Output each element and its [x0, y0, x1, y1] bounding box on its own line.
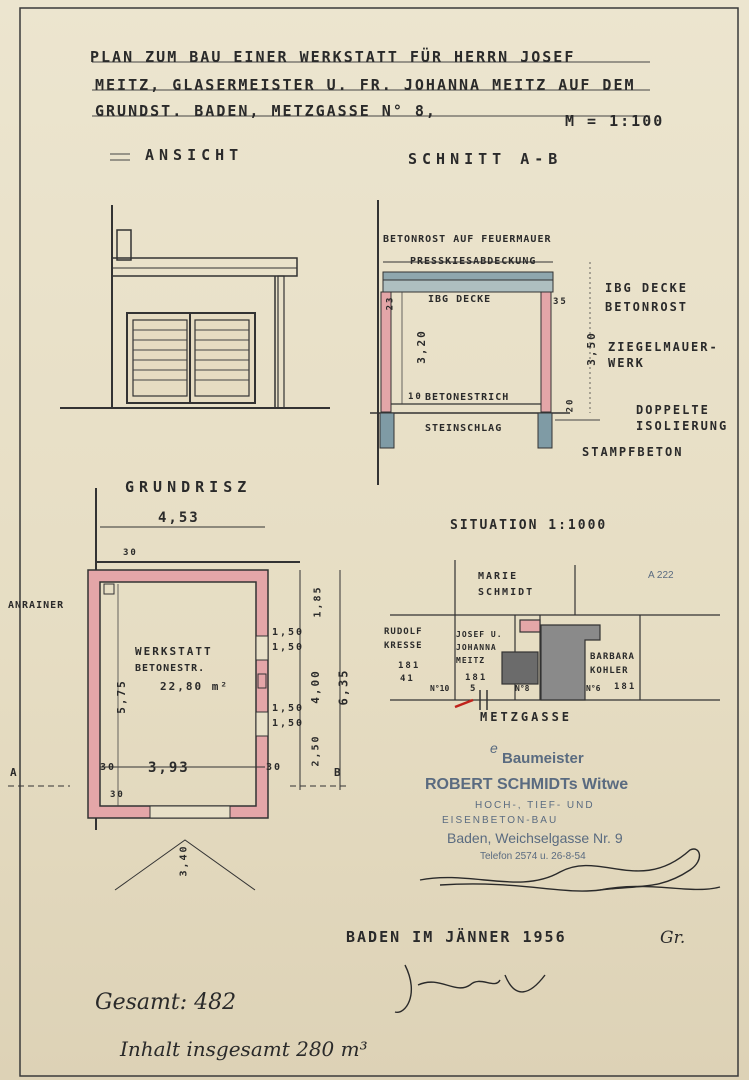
betonrost-feuermauer-label: BETONROST AUF FEUERMAUER: [383, 234, 552, 245]
dim-30-d: 30: [110, 790, 125, 800]
barbara-label-1: BARBARA: [590, 652, 635, 662]
dim-width-outer: 4,53: [158, 510, 200, 526]
note-volume: Inhalt insgesamt 280 m³: [120, 1037, 368, 1061]
note-total: Gesamt: 482: [95, 990, 237, 1015]
dim-250: 2,50: [310, 734, 322, 767]
street-label: METZGASSE: [480, 710, 573, 724]
date-line: BADEN IM JÄNNER 1956: [346, 928, 567, 946]
dim-10: 10: [408, 392, 423, 402]
isolierung-label: ISOLIERUNG: [636, 419, 729, 433]
section-label: SCHNITT A-B: [408, 150, 563, 168]
dim-635: 6,35: [336, 668, 351, 706]
dim-185: 1,85: [312, 585, 324, 618]
dim-35: 35: [553, 297, 568, 307]
dim-door: 3,40: [178, 844, 190, 877]
owner-signature: [394, 964, 546, 1013]
section-drawing: [370, 200, 600, 485]
neighbor-label: ANRAINER: [8, 600, 65, 611]
stamp-line-1: Baumeister: [502, 750, 584, 767]
room-name: WERKSTATT: [135, 645, 213, 658]
barbara-number: 181: [614, 682, 637, 692]
stamp-line-4: EISENBETON-BAU: [442, 815, 559, 826]
stamp-line-2: ROBERT SCHMIDTs Witwe: [425, 776, 629, 793]
dim-30-a: 30: [100, 762, 117, 773]
situation-map: [390, 560, 720, 710]
dim-30-b: 30: [266, 762, 283, 773]
dim-23: 23: [385, 295, 396, 311]
dim-150-d: 1,50: [272, 718, 305, 729]
section-marker-b: B: [334, 766, 343, 779]
elevation-drawing: [60, 205, 330, 409]
josef-label-3: MEITZ: [456, 656, 486, 665]
signature-abbreviation: Gr.: [660, 928, 686, 948]
ibg-decke-inner-label: IBG DECKE: [428, 294, 492, 305]
stamp-line-5: Baden, Weichselgasse Nr. 9: [447, 830, 623, 846]
dim-30-c: 30: [123, 548, 138, 558]
rudolf-label-2: KRESSE: [384, 641, 423, 651]
house-no-6: N°6: [586, 684, 601, 693]
rudolf-number-2: 41: [400, 674, 415, 684]
dim-575: 5,75: [114, 679, 128, 714]
ziegelmauer-label-1: ZIEGELMAUER-: [608, 340, 719, 354]
dim-400: 4,00: [308, 669, 322, 704]
title-line-1: PLAN ZUM BAU EINER WERKSTATT FÜR HERRN J…: [90, 48, 576, 66]
josef-label-1: JOSEF U.: [456, 630, 503, 639]
josef-number-2: 5: [470, 684, 478, 694]
dim-150-b: 1,50: [272, 642, 305, 653]
rudolf-label-1: RUDOLF: [384, 627, 423, 637]
marie-label-2: SCHMIDT: [478, 587, 535, 598]
betonestrich-label: BETONESTRICH: [425, 392, 510, 403]
scale-label: M = 1:100: [565, 112, 665, 130]
josef-number-1: 181: [465, 673, 488, 683]
rudolf-number-1: 181: [398, 661, 421, 671]
stamp-prefix: e: [490, 740, 498, 756]
floorplan-drawing: [8, 488, 350, 891]
steinschlag-label: STEINSCHLAG: [425, 423, 503, 434]
stamp-line-3: HOCH-, TIEF- UND: [475, 800, 595, 811]
josef-label-2: JOHANNA: [456, 643, 497, 652]
title-line-2: MEITZ, GLASERMEISTER U. FR. JOHANNA MEIT…: [95, 76, 636, 94]
dim-350: 3,50: [584, 331, 598, 366]
house-no-8: N°8: [515, 684, 530, 693]
room-area: 22,80 m²: [160, 680, 229, 693]
builder-signature: [419, 848, 721, 892]
dim-320: 3,20: [414, 329, 428, 364]
side-note: A 222: [648, 570, 674, 581]
dim-150-a: 1,50: [272, 627, 305, 638]
betonrost-label: BETONROST: [605, 300, 689, 314]
presskies-label: PRESSKIESABDECKUNG: [410, 256, 537, 267]
house-no-10: N°10: [430, 684, 450, 693]
ibg-decke-label: IBG DECKE: [605, 281, 689, 295]
barbara-label-2: KOHLER: [590, 666, 629, 676]
title-line-3: GRUNDST. BADEN, METZGASSE N° 8,: [95, 102, 437, 120]
dim-150-c: 1,50: [272, 703, 305, 714]
stampfbeton-label: STAMPFBETON: [582, 445, 684, 459]
situation-label: SITUATION 1:1000: [450, 518, 608, 533]
elevation-label: ANSICHT: [145, 146, 244, 164]
stamp-line-6: Telefon 2574 u. 26-8-54: [480, 851, 586, 862]
dim-20: 20: [565, 397, 576, 413]
room-floor: BETONESTR.: [135, 663, 206, 674]
marie-label-1: MARIE: [478, 571, 519, 582]
section-marker-a: A: [10, 766, 19, 779]
dim-width-inner: 3,93: [148, 760, 190, 776]
ziegelmauer-label-2: WERK: [608, 356, 645, 370]
floorplan-label: GRUNDRISZ: [125, 478, 252, 496]
doppelte-label: DOPPELTE: [636, 403, 710, 417]
